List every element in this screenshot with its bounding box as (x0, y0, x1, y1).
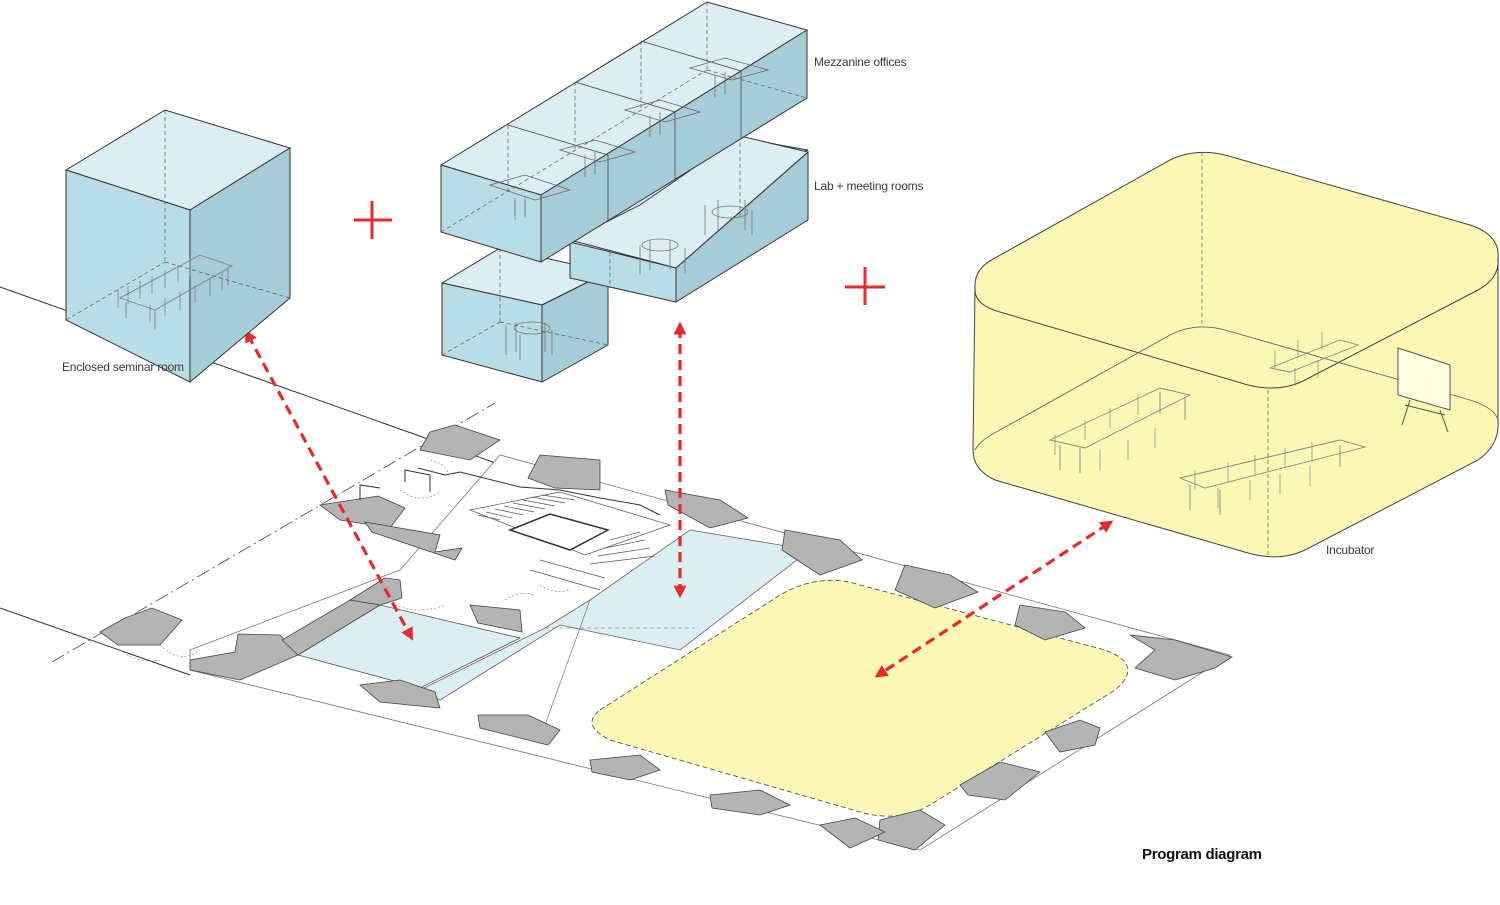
double-arrow-icon (244, 329, 414, 641)
table-icon (505, 321, 553, 360)
staircase (468, 491, 672, 591)
table-icon (639, 200, 753, 275)
connection-arrows (244, 321, 1114, 678)
lab-meeting-rooms-volume (568, 135, 810, 303)
diagram-title: Program diagram (1142, 846, 1262, 863)
seminar-room-volume (64, 109, 292, 384)
mezzanine-offices-volume (439, 1, 809, 263)
table-icon (1048, 339, 1367, 515)
whiteboard-icon (1397, 347, 1451, 433)
plus-signs (354, 201, 885, 305)
chair-icon (117, 258, 223, 323)
chair-icon (514, 72, 726, 220)
lab-lower-box (440, 247, 610, 383)
lab-meeting-rooms-label: Lab + meeting rooms (814, 179, 924, 193)
incubator-label: Incubator (1326, 543, 1375, 557)
double-arrow-icon (874, 520, 1114, 678)
table-icon (119, 254, 233, 330)
lab-zone (419, 529, 811, 701)
table-icon (488, 57, 770, 201)
chair-icon (1054, 332, 1323, 508)
enclosed-seminar-room-label: Enclosed seminar room (62, 360, 184, 374)
incubator-volume (972, 151, 1499, 558)
mezzanine-offices-label: Mezzanine offices (814, 55, 907, 69)
plus-sign-icon (845, 267, 885, 305)
plus-sign-icon (354, 201, 392, 239)
